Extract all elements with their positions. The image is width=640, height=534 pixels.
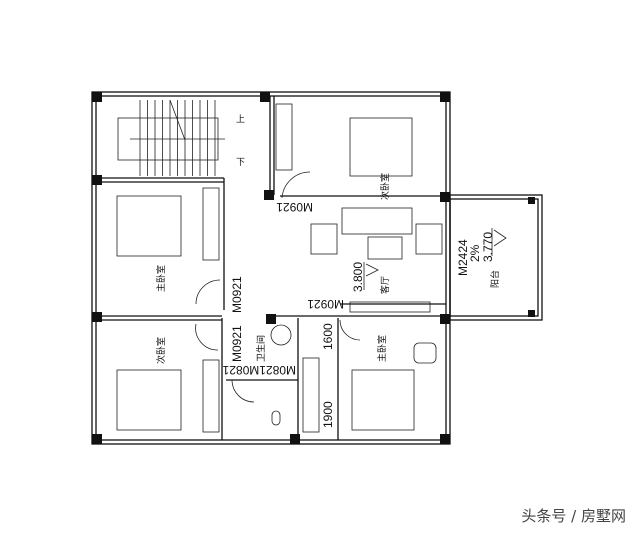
door-label-top: M0921 — [276, 200, 313, 214]
door-label-living: M0921 — [307, 297, 344, 311]
armchair-left — [310, 223, 338, 255]
level-balcony: 3.770 — [481, 232, 495, 262]
room-living: 客厅 — [379, 276, 391, 294]
columns — [92, 92, 535, 444]
room-master-bedroom-right: 主卧室 — [376, 335, 388, 362]
level-marker-living — [363, 262, 379, 290]
furniture — [116, 103, 443, 433]
balcony-slope: 2% — [468, 244, 482, 262]
room-balcony: 阳台 — [489, 270, 501, 288]
labels: 上 下 次卧室 主卧室 次卧室 主卧室 客厅 阳台 卫生间 M0921 M092… — [155, 114, 507, 428]
dimension-upper: 1600 — [321, 323, 335, 350]
bed-left — [116, 195, 182, 257]
coffee-table — [367, 236, 403, 260]
door-label-bottom-left: M0921 — [230, 325, 244, 362]
level-marker-balcony — [491, 228, 507, 256]
watermark: 头条号 / 房墅网 — [521, 507, 626, 525]
level-living: 3.800 — [351, 262, 365, 292]
door-label-bath: M0821M0821 — [222, 363, 296, 377]
armchair-right — [415, 223, 443, 255]
stairs-down-label: 下 — [236, 158, 245, 168]
walls — [91, 91, 543, 445]
room-second-bedroom-top: 次卧室 — [379, 173, 391, 200]
room-second-bedroom-bottom: 次卧室 — [155, 337, 167, 364]
toilet — [271, 410, 281, 426]
room-bathroom: 卫生间 — [255, 335, 267, 362]
sofa — [341, 207, 413, 235]
bed-bottom-left — [116, 369, 182, 431]
door-label-balcony: M2424 — [456, 239, 470, 276]
dimension-lower: 1900 — [321, 401, 335, 428]
bed-bottom-right — [351, 369, 415, 431]
door-label-left: M0921 — [230, 276, 244, 313]
washbasin — [270, 324, 292, 346]
stairs-up-label: 上 — [236, 114, 245, 125]
chair — [413, 342, 437, 364]
stairs-graphic — [117, 99, 225, 176]
room-master-bedroom-left: 主卧室 — [155, 265, 167, 292]
bed-top-right — [349, 117, 413, 177]
